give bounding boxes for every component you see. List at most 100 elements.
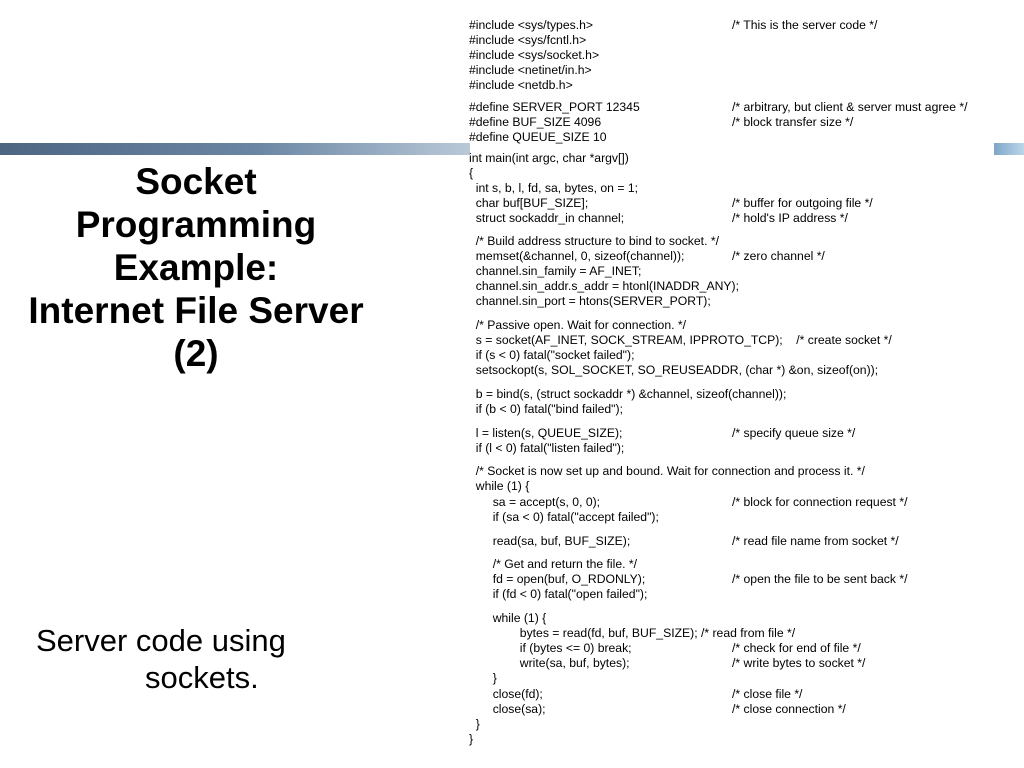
code-line: /* Socket is now set up and bound. Wait … — [469, 464, 865, 479]
code-line: fd = open(buf, O_RDONLY); /* open the fil… — [469, 572, 908, 587]
code-text: close(sa); — [469, 702, 546, 716]
code-line: read(sa, buf, BUF_SIZE); /* read file nam… — [469, 534, 899, 549]
code-text: if (l < 0) fatal("listen failed"); — [469, 441, 625, 455]
code-text: close(fd); — [469, 687, 543, 701]
code-text: #define BUF_SIZE 4096 — [469, 115, 602, 129]
title-line: Internet File Server — [28, 290, 364, 331]
code-line: close(sa); /* close connection */ — [469, 702, 846, 717]
code-line: { — [469, 166, 473, 181]
code-comment: /* write bytes to socket */ — [732, 656, 866, 670]
slide-caption: Server code using sockets. — [36, 622, 356, 696]
code-line: int main(int argc, char *argv[]) — [469, 151, 629, 166]
code-text: struct sockaddr_in channel; — [469, 211, 625, 225]
caption-line: Server code using — [36, 623, 286, 658]
code-text: } — [469, 717, 480, 731]
title-line: Programming — [75, 204, 317, 245]
code-text: s = socket(AF_INET, SOCK_STREAM, IPPROTO… — [469, 333, 892, 347]
code-text: while (1) { — [469, 479, 530, 493]
code-line: struct sockaddr_in channel; /* hold's IP … — [469, 211, 848, 226]
code-text: sa = accept(s, 0, 0); — [469, 495, 601, 509]
code-line: #define QUEUE_SIZE 10 — [469, 130, 607, 145]
code-line: #include <sys/socket.h> — [469, 48, 599, 63]
code-text: /* Build address structure to bind to so… — [469, 234, 719, 248]
title-divider-bar-right — [994, 143, 1024, 155]
code-line: if (b < 0) fatal("bind failed"); — [469, 402, 623, 417]
code-line: while (1) { — [469, 611, 547, 626]
code-comment: /* block for connection request */ — [732, 495, 908, 509]
code-text: #include <sys/fcntl.h> — [469, 33, 587, 47]
code-line: memset(&channel, 0, sizeof(channel)); /* … — [469, 249, 825, 264]
code-text: fd = open(buf, O_RDONLY); — [469, 572, 646, 586]
code-text: if (sa < 0) fatal("accept failed"); — [469, 510, 659, 524]
code-line: #include <netdb.h> — [469, 78, 573, 93]
code-line: while (1) { — [469, 479, 530, 494]
code-line: s = socket(AF_INET, SOCK_STREAM, IPPROTO… — [469, 333, 892, 348]
title-line: (2) — [173, 333, 219, 374]
code-text: { — [469, 166, 474, 180]
code-line: sa = accept(s, 0, 0); /* block for connec… — [469, 495, 908, 510]
code-text: /* Socket is now set up and bound. Wait … — [469, 464, 865, 478]
code-text: bytes = read(fd, buf, BUF_SIZE); /* read… — [469, 626, 796, 640]
caption-line: sockets. — [145, 660, 259, 695]
code-line: char buf[BUF_SIZE]; /* buffer for outgoin… — [469, 196, 873, 211]
code-text: int main(int argc, char *argv[]) — [469, 151, 629, 165]
code-text: char buf[BUF_SIZE]; — [469, 196, 589, 210]
code-text: #define SERVER_PORT 12345 — [469, 100, 640, 114]
code-line: #include <sys/types.h> /* This is the ser… — [469, 18, 877, 33]
code-comment: /* specify queue size */ — [732, 426, 856, 440]
code-text: if (bytes <= 0) break; — [469, 641, 632, 655]
code-comment: /* This is the server code */ — [732, 18, 878, 32]
slide-title: Socket Programming Example: Internet Fil… — [0, 160, 392, 375]
code-text: #include <sys/socket.h> — [469, 48, 600, 62]
code-text: channel.sin_family = AF_INET; — [469, 264, 642, 278]
code-line: b = bind(s, (struct sockaddr *) &channel… — [469, 387, 787, 402]
code-text: #include <netdb.h> — [469, 78, 573, 92]
code-comment: /* close file */ — [732, 687, 803, 701]
code-line: int s, b, l, fd, sa, bytes, on = 1; — [469, 181, 638, 196]
code-line: /* Build address structure to bind to so… — [469, 234, 719, 249]
code-comment: /* close connection */ — [732, 702, 846, 716]
title-line: Example: — [113, 247, 279, 288]
code-text: /* Get and return the file. */ — [469, 557, 638, 571]
code-text: channel.sin_port = htons(SERVER_PORT); — [469, 294, 711, 308]
code-text: #include <netinet/in.h> — [469, 63, 592, 77]
code-comment: /* open the file to be sent back */ — [732, 572, 908, 586]
code-text: /* Passive open. Wait for connection. */ — [469, 318, 687, 332]
code-line: if (l < 0) fatal("listen failed"); — [469, 441, 625, 456]
code-line: /* Get and return the file. */ — [469, 557, 637, 572]
code-comment: /* buffer for outgoing file */ — [732, 196, 873, 210]
code-comment: /* arbitrary, but client & server must a… — [732, 100, 968, 114]
code-line: setsockopt(s, SOL_SOCKET, SO_REUSEADDR, … — [469, 363, 878, 378]
title-divider-bar-left — [0, 143, 470, 155]
code-line: channel.sin_addr.s_addr = htonl(INADDR_A… — [469, 279, 739, 294]
code-text: } — [469, 732, 474, 746]
code-line: } — [469, 717, 480, 732]
code-text: if (b < 0) fatal("bind failed"); — [469, 402, 623, 416]
code-line: write(sa, buf, bytes); /* write bytes to … — [469, 656, 866, 671]
code-line: close(fd); /* close file */ — [469, 687, 803, 702]
code-text: #include <sys/types.h> — [469, 18, 593, 32]
code-text: l = listen(s, QUEUE_SIZE); — [469, 426, 623, 440]
code-comment: /* zero channel */ — [732, 249, 825, 263]
code-line: if (sa < 0) fatal("accept failed"); — [469, 510, 659, 525]
code-comment: /* hold's IP address */ — [732, 211, 848, 225]
code-line: l = listen(s, QUEUE_SIZE); /* specify que… — [469, 426, 856, 441]
code-text: memset(&channel, 0, sizeof(channel)); — [469, 249, 685, 263]
code-line: } — [469, 671, 497, 686]
code-text: read(sa, buf, BUF_SIZE); — [469, 534, 631, 548]
code-line: if (fd < 0) fatal("open failed"); — [469, 587, 648, 602]
code-listing: #include <sys/types.h> /* This is the ser… — [469, 18, 1017, 758]
code-line: /* Passive open. Wait for connection. */ — [469, 318, 686, 333]
code-text: if (fd < 0) fatal("open failed"); — [469, 587, 648, 601]
code-line: if (bytes <= 0) break;/* check for end o… — [469, 641, 861, 656]
code-text: setsockopt(s, SOL_SOCKET, SO_REUSEADDR, … — [469, 363, 879, 377]
code-line: bytes = read(fd, buf, BUF_SIZE); /* read… — [469, 626, 795, 641]
code-text: channel.sin_addr.s_addr = htonl(INADDR_A… — [469, 279, 739, 293]
code-line: #define SERVER_PORT 12345 /* arbitrary, b… — [469, 100, 968, 115]
code-text: if (s < 0) fatal("socket failed"); — [469, 348, 635, 362]
code-text: write(sa, buf, bytes); — [469, 656, 630, 670]
title-line: Socket — [135, 161, 257, 202]
code-line: if (s < 0) fatal("socket failed"); — [469, 348, 635, 363]
code-comment: /* read file name from socket */ — [732, 534, 899, 548]
code-text: int s, b, l, fd, sa, bytes, on = 1; — [469, 181, 639, 195]
